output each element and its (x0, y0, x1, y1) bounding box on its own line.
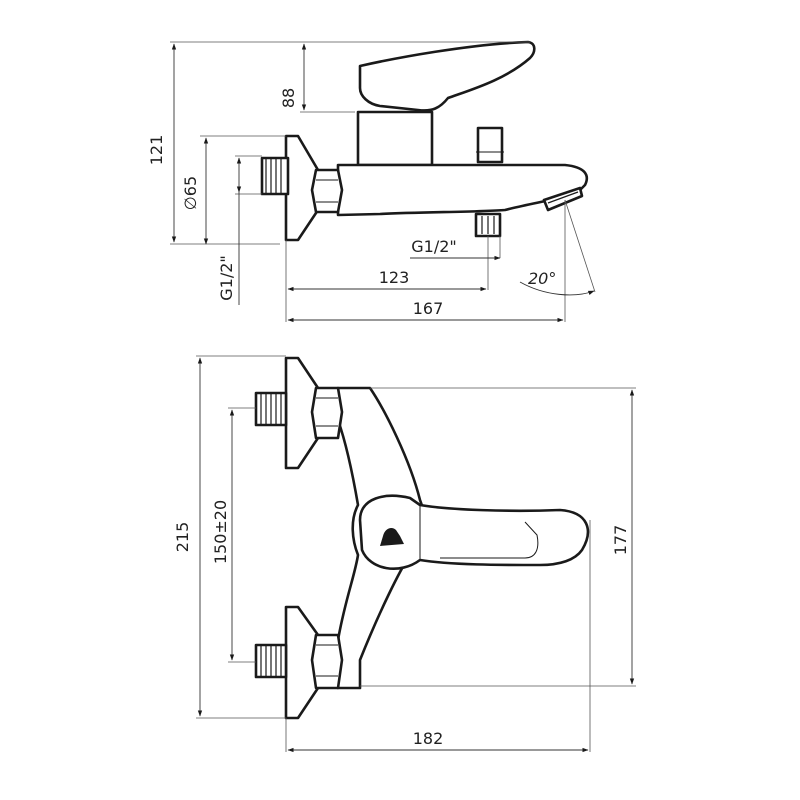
dim-body-width: 177 (611, 525, 630, 556)
hex-nut-side (310, 168, 344, 214)
dim-inlet-thread: G1/2" (217, 255, 236, 301)
dim-overall-width: 215 (173, 522, 192, 553)
mixer-body-side (336, 163, 589, 217)
brand-logo-icon (380, 528, 404, 546)
hex-nut-top-lower (310, 633, 344, 690)
hex-nut-top-upper (310, 386, 344, 440)
dim-outlet-thread: G1/2" (411, 237, 457, 256)
dim-spout-angle: 20° (528, 269, 556, 288)
dim-diameter: ∅65 (181, 176, 200, 210)
mixer-handle-base (356, 110, 434, 167)
diverter-knob (476, 126, 504, 164)
dim-handle-height: 88 (279, 88, 298, 108)
dim-overall-height: 121 (147, 135, 166, 166)
side-view (170, 40, 596, 323)
dim-overall-length: 167 (413, 299, 444, 318)
dim-overall-depth: 182 (413, 729, 444, 748)
mixer-handle-lever (358, 40, 536, 112)
top-view (196, 355, 636, 753)
dim-spout-length: 123 (379, 268, 410, 287)
dim-inlet-spacing: 150±20 (211, 500, 230, 564)
